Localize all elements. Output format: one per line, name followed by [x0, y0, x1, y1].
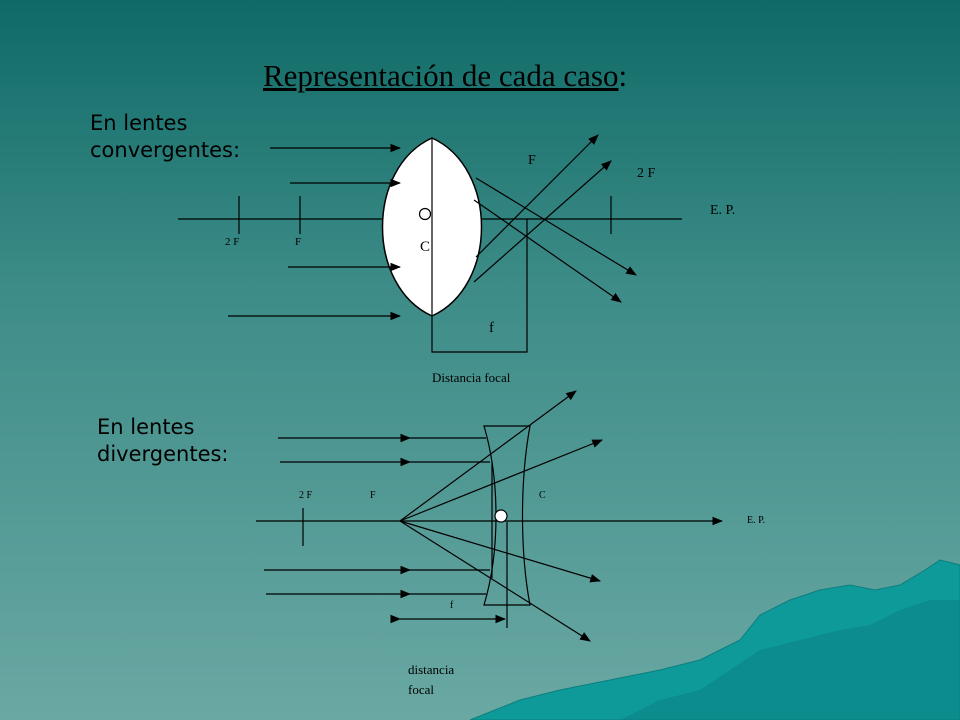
- slide-title-main: Representación de cada caso: [263, 58, 619, 93]
- diverging-center-dot: [494, 509, 508, 523]
- converging-label-center: C: [420, 239, 431, 255]
- converging-ray-out-3: [475, 134, 599, 258]
- diverging-label-f: F: [370, 490, 376, 501]
- converging-label-2f-right: 2 F: [637, 166, 656, 181]
- diverging-ray-out-1: [399, 390, 577, 522]
- diverging-heading-line2: divergentes:: [97, 442, 229, 466]
- diverging-diagram: [256, 390, 724, 642]
- rock-shading: [620, 600, 960, 720]
- converging-heading-line1: En lentes: [90, 111, 188, 135]
- converging-label-focal-length: f: [489, 320, 494, 336]
- diverging-heading-line1: En lentes: [97, 415, 195, 439]
- converging-heading: En lentes convergentes:: [90, 110, 240, 164]
- converging-label-2f-left: 2 F: [225, 236, 240, 248]
- converging-focal-bracket: [431, 219, 528, 353]
- converging-label-axis: E. P.: [710, 203, 736, 218]
- diverging-label-focal-length: f: [450, 600, 454, 611]
- converging-diagram: [178, 134, 682, 353]
- diverging-heading: En lentes divergentes:: [97, 414, 229, 468]
- diverging-label-focal-line2: focal: [408, 682, 434, 697]
- converging-label-f-right: F: [528, 153, 536, 168]
- diverging-ray-out-4: [399, 520, 591, 642]
- diverging-label-2f: 2 F: [299, 490, 313, 501]
- diverging-ray-out-3: [399, 520, 602, 583]
- converging-ray-out-1: [475, 177, 637, 276]
- diverging-ray-out-2: [399, 439, 604, 522]
- slide-title: Representación de cada caso:: [263, 58, 627, 94]
- converging-ray-out-4: [473, 160, 612, 283]
- converging-heading-line2: convergentes:: [90, 138, 241, 162]
- diverging-label-focal-line1: distancia: [408, 662, 455, 677]
- diverging-label-c: C: [539, 490, 546, 501]
- converging-center-dot: [418, 207, 432, 221]
- diverging-label-focal-distance: distancia focal: [408, 660, 454, 700]
- diverging-label-axis: E. P.: [747, 515, 766, 526]
- slide-title-colon: :: [618, 58, 628, 93]
- converging-label-f-left: F: [295, 236, 302, 248]
- converging-label-focal-distance: Distancia focal: [432, 370, 511, 385]
- converging-ray-out-2: [473, 199, 622, 303]
